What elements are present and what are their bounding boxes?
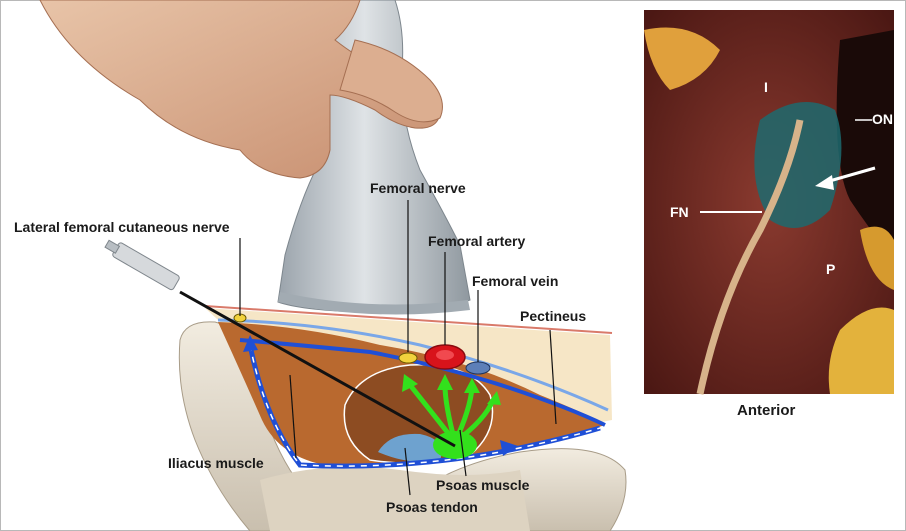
photo-label-p: P: [826, 262, 835, 276]
label-psoas-tendon: Psoas tendon: [386, 500, 478, 514]
label-iliacus-muscle: Iliacus muscle: [168, 456, 264, 470]
label-femoral-artery: Femoral artery: [428, 234, 525, 248]
femoral-nerve-shape: [399, 353, 417, 363]
label-femoral-vein: Femoral vein: [472, 274, 558, 288]
photo-label-on: ON: [872, 112, 893, 126]
label-pectineus: Pectineus: [520, 309, 586, 323]
label-femoral-nerve: Femoral nerve: [370, 181, 466, 195]
photo-label-i: I: [764, 80, 768, 94]
femoral-vein-shape: [466, 362, 490, 374]
photo-caption-anterior: Anterior: [737, 403, 795, 418]
label-lateral-femoral-cutaneous-nerve: Lateral femoral cutaneous nerve: [14, 220, 230, 234]
label-psoas-muscle: Psoas muscle: [436, 478, 529, 492]
femoral-artery-lumen: [436, 350, 454, 360]
syringe-hub: [103, 237, 180, 291]
photo-label-fn: FN: [670, 205, 689, 219]
